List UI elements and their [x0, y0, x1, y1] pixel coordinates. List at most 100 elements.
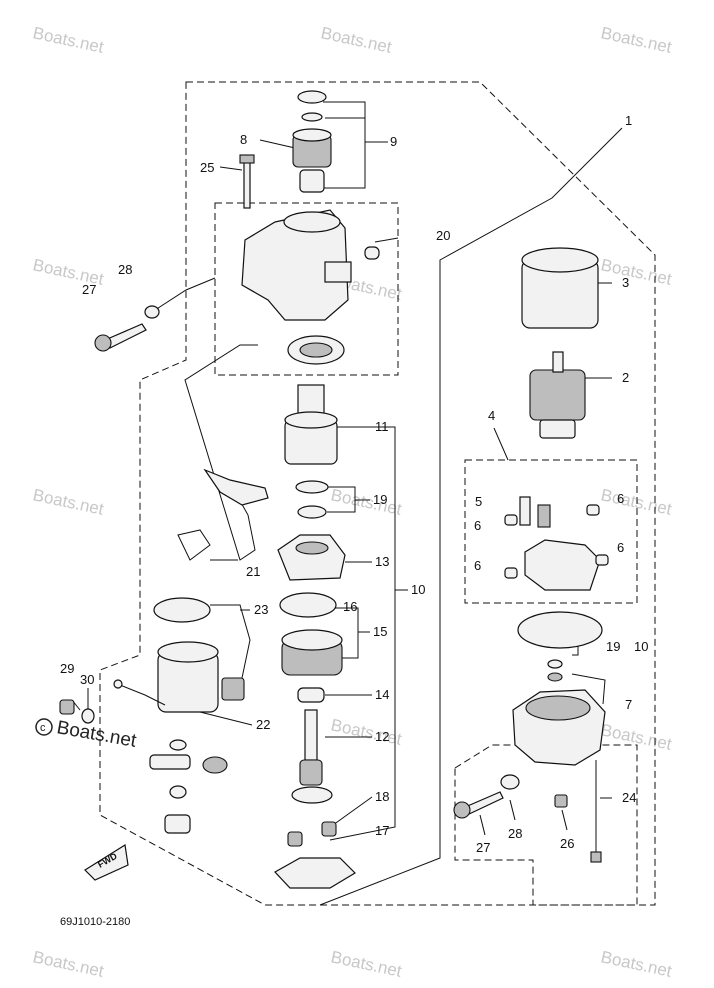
leader-4	[493, 427, 509, 461]
clip	[301, 112, 323, 122]
callout-1: 1	[625, 113, 632, 128]
callout-17: 17	[375, 823, 389, 838]
carrier	[291, 786, 333, 804]
watermark: Boats.net	[599, 947, 673, 981]
assembly-outline-1	[99, 81, 656, 906]
armature-commutator	[539, 419, 576, 439]
leader-28	[151, 277, 216, 313]
watermark: Boats.net	[329, 715, 403, 749]
callout-6a: 6	[474, 518, 481, 533]
leader-11-10	[329, 426, 396, 841]
watermark: Boats.net	[319, 23, 393, 57]
ring-gear	[279, 592, 337, 618]
callout-29: 29	[60, 661, 74, 676]
bolt-27-head	[94, 334, 112, 352]
bushing-14	[297, 687, 325, 703]
leader-21	[184, 344, 258, 561]
diagram-code: 69J1010-2180	[60, 916, 130, 928]
callout-15: 15	[373, 624, 387, 639]
planet-gear-b	[321, 821, 337, 837]
leader-22	[199, 711, 253, 726]
watermark: Boats.net	[31, 947, 105, 981]
stopper-ring	[297, 90, 327, 104]
bracket-bore	[283, 211, 341, 233]
leader-27b	[479, 814, 486, 836]
washer-28	[144, 305, 160, 319]
bolt-lower	[149, 754, 191, 770]
spring-21	[177, 529, 211, 561]
bracket-lower	[164, 814, 191, 834]
spring-6d	[504, 567, 518, 579]
callout-3: 3	[622, 275, 629, 290]
callout-22: 22	[256, 717, 270, 732]
bracket-tab	[324, 261, 352, 283]
washer-19r2	[547, 672, 563, 682]
armature-core	[529, 369, 586, 421]
gasket-23	[153, 597, 211, 623]
boot	[169, 785, 187, 799]
callout-27: 27	[82, 282, 96, 297]
leader-26	[561, 809, 568, 831]
copyright-symbol: c	[40, 722, 46, 734]
bearing-inner	[299, 342, 333, 358]
leader-15-16	[335, 607, 359, 659]
callout-16: 16	[343, 599, 357, 614]
callout-10b: 10	[634, 639, 648, 654]
lead-terminal	[113, 679, 123, 689]
watermark-layer: Boats.net Boats.net Boats.net Boats.net …	[31, 23, 673, 981]
clip-19b	[297, 505, 327, 519]
callout-14: 14	[375, 687, 389, 702]
clip-19a	[295, 480, 329, 494]
spring-6c	[595, 554, 609, 566]
callout-24: 24	[622, 790, 636, 805]
watermark: Boats.net	[599, 255, 673, 289]
gear-housing	[277, 534, 346, 581]
callout-20: 20	[436, 228, 450, 243]
watermark: Boats.net	[31, 23, 105, 57]
washer-19r	[547, 659, 563, 669]
watermark: Boats.net	[329, 947, 403, 981]
pinion-top	[292, 128, 332, 142]
leader-1	[319, 127, 623, 906]
leader-lines	[71, 101, 623, 906]
lever-21	[203, 468, 269, 506]
callout-13: 13	[375, 554, 389, 569]
spring	[299, 169, 325, 193]
clutch-top	[284, 411, 338, 429]
bolt-27r-head	[453, 801, 471, 819]
callout-25: 25	[200, 160, 214, 175]
leader-28b	[509, 799, 516, 821]
callout-10: 10	[411, 582, 425, 597]
rear-cover-bore	[525, 695, 591, 721]
copyright-icon	[35, 718, 53, 736]
callout-6d: 6	[474, 558, 481, 573]
leader-9	[323, 101, 366, 189]
leader-23	[210, 604, 251, 679]
callout-labels: 1 2 3 4 5 6 6 6 6 7 8 9 10 10 11 12 13 1…	[60, 113, 648, 855]
callout-21: 21	[246, 564, 260, 579]
callout-19: 19	[373, 492, 387, 507]
brush-holder	[524, 539, 601, 591]
nut-29	[59, 699, 75, 715]
callout-18: 18	[375, 789, 389, 804]
brush-5	[519, 496, 531, 526]
callout-28: 28	[118, 262, 132, 277]
screw-26	[554, 794, 568, 808]
bolt-25	[243, 159, 251, 209]
plate	[517, 611, 603, 649]
washer-28r	[500, 774, 520, 790]
outline-4	[464, 459, 638, 604]
callout-28b: 28	[508, 826, 522, 841]
leader-7	[571, 673, 606, 705]
callout-26: 26	[560, 836, 574, 851]
watermark: Boats.net	[31, 485, 105, 519]
callout-2: 2	[622, 370, 629, 385]
watermark: Boats.net	[599, 23, 673, 57]
callout-8: 8	[240, 132, 247, 147]
through-bolt-head	[590, 851, 602, 863]
planet-gear-a	[287, 831, 303, 847]
watermark: Boats.net	[599, 485, 673, 519]
callout-23: 23	[254, 602, 268, 617]
callout-12: 12	[375, 729, 389, 744]
callout-7: 7	[625, 697, 632, 712]
